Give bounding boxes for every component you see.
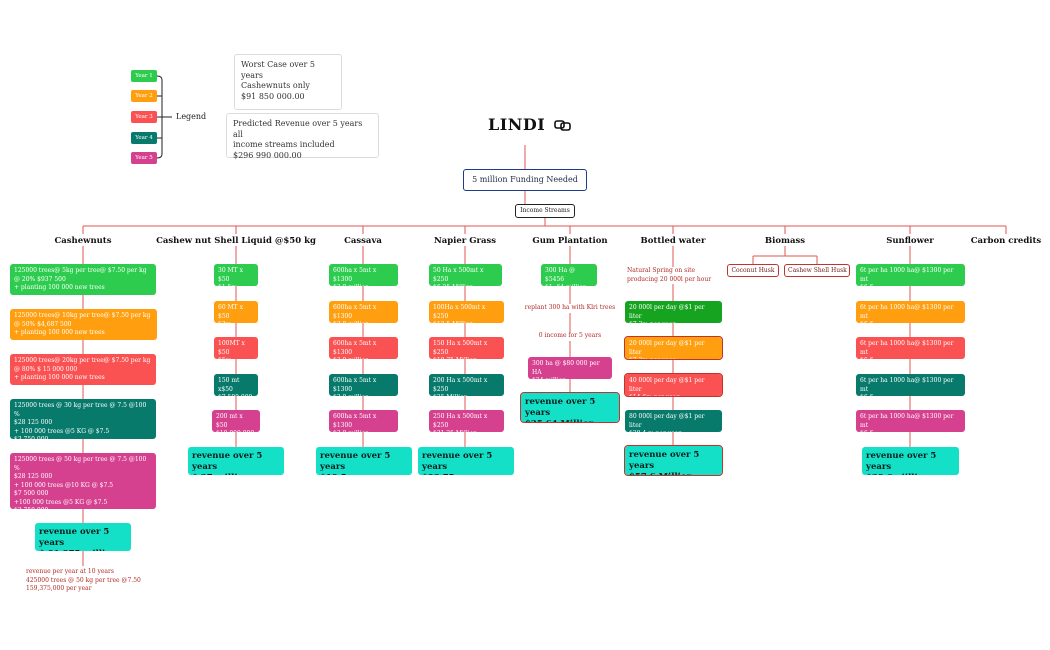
sunflower-year-1[interactable]: 6t per ha 1000 ha@ $1300 per mt $6.6 bbox=[856, 264, 965, 286]
water-year-5[interactable]: 80 000l per day @$1 per liter $28.4 m pe… bbox=[625, 410, 722, 432]
sunflower-year-4[interactable]: 6t per ha 1000 ha@ $1300 per mt $6.6 bbox=[856, 374, 965, 396]
cassava-year-2[interactable]: 600ha x 5mt x $1300 $3.9 million bbox=[329, 301, 398, 323]
cnsl-year-4[interactable]: 150 mt x$50 $7 500 000 bbox=[214, 374, 258, 396]
header-cassava[interactable]: Cassava bbox=[344, 236, 382, 246]
legend-label: Legend bbox=[176, 112, 207, 121]
gum-year-1[interactable]: 300 Ha @ $5456 $1, 64 million bbox=[541, 264, 597, 286]
predicted-revenue-note: Predicted Revenue over 5 years all incom… bbox=[226, 113, 379, 160]
water-year-3[interactable]: 20 000l per day @$1 per liter $7.3m per … bbox=[624, 336, 723, 360]
legend-year-2: Year 2 bbox=[131, 90, 157, 102]
legend-year-1: Year 1 bbox=[131, 70, 157, 82]
link-icon bbox=[554, 116, 572, 135]
gum-year-5[interactable]: 300 ha @ $80 000 per HA $24 million bbox=[528, 357, 612, 379]
cnsl-revenue[interactable]: revenue over 5 years $ 27 million bbox=[188, 447, 284, 475]
cnsl-year-1[interactable]: 30 MT x $50 $1.5m bbox=[214, 264, 258, 286]
income-streams-node[interactable]: Income Streams bbox=[515, 204, 575, 218]
cashew-year-4[interactable]: 125000 trees @ 30 kg per tree @ 7.5 @100… bbox=[10, 399, 156, 439]
worst-case-note: Worst Case over 5 years Cashewnuts only … bbox=[234, 54, 342, 110]
gum-zero-income: 0 income for 5 years bbox=[532, 332, 608, 341]
biomass-coconut-husk[interactable]: Coconut Husk bbox=[727, 264, 779, 277]
legend-year-5: Year 5 bbox=[131, 152, 157, 164]
cashew-year-5[interactable]: 125000 trees @ 50 kg per tree @ 7.5 @100… bbox=[10, 453, 156, 509]
cassava-year-5[interactable]: 600ha x 5mt x $1300 $3.9 million bbox=[329, 410, 398, 432]
title-text: LINDI bbox=[488, 115, 546, 134]
header-gum[interactable]: Gum Plantation bbox=[532, 236, 608, 246]
sunflower-year-5[interactable]: 6t per ha 1000 ha@ $1300 per mt $6.6 bbox=[856, 410, 965, 432]
header-cnsl[interactable]: Cashew nut Shell Liquid @$50 kg bbox=[156, 236, 316, 246]
napier-year-4[interactable]: 200 Ha x 500mt x $250 $25 Million bbox=[429, 374, 504, 396]
cnsl-year-3[interactable]: 100MT x $50 $5m bbox=[214, 337, 258, 359]
biomass-cashew-shell-husk[interactable]: Cashew Shell Husk bbox=[784, 264, 850, 277]
water-revenue[interactable]: revenue over 5 years $57.6 Million bbox=[624, 445, 723, 476]
cassava-revenue[interactable]: revenue over 5 years $19.5 bbox=[316, 447, 412, 475]
gum-replant: replant 300 ha with Klri trees bbox=[522, 304, 618, 313]
sunflower-revenue[interactable]: revenue over 5 years $39.6miillion bbox=[862, 447, 959, 475]
napier-year-3[interactable]: 150 Ha x 500mt x $250 $18.75 Million bbox=[429, 337, 504, 359]
cashew-year-1[interactable]: 125000 trees@ 5kg per tree@ $7.50 per kg… bbox=[10, 264, 156, 295]
page-title: LINDI bbox=[488, 115, 572, 135]
sunflower-year-2[interactable]: 6t per ha 1000 ha@ $1300 per mt $6.6 bbox=[856, 301, 965, 323]
gum-revenue[interactable]: revenue over 5 years $25.64 Million bbox=[520, 392, 620, 423]
water-intro: Natural Spring on site producing 20 000l… bbox=[627, 267, 712, 284]
cnsl-year-5[interactable]: 200 mt x $50 $10 000 000 bbox=[212, 410, 260, 432]
header-carbon[interactable]: Carbon credits bbox=[970, 236, 1042, 246]
water-year-4[interactable]: 40 000l per day @$1 per liter $14.6m per… bbox=[624, 373, 723, 397]
napier-year-5[interactable]: 250 Ha x 500mt x $250 $31.25 Million bbox=[429, 410, 504, 432]
cashew-footnote: revenue per year at 10 years 425000 tree… bbox=[26, 568, 141, 592]
legend-year-3: Year 3 bbox=[131, 111, 157, 123]
header-sunflower[interactable]: Sunflower bbox=[886, 236, 934, 246]
water-year-2[interactable]: 20 000l per day @$1 per liter $7.3m per … bbox=[625, 301, 722, 323]
funding-node[interactable]: 5 million Funding Needed bbox=[463, 169, 587, 191]
header-napier[interactable]: Napier Grass bbox=[433, 236, 497, 246]
header-water[interactable]: Bottled water bbox=[640, 236, 706, 246]
header-biomass[interactable]: Biomass bbox=[764, 236, 806, 246]
sunflower-year-3[interactable]: 6t per ha 1000 ha@ $1300 per mt $6.6 bbox=[856, 337, 965, 359]
napier-revenue[interactable]: revenue over 5 years $93.75 bbox=[418, 447, 514, 475]
cnsl-year-2[interactable]: 60 MT x $50 $3m bbox=[214, 301, 258, 323]
cashew-year-2[interactable]: 125000 trees@ 10kg per tree@ $7.50 per k… bbox=[10, 309, 157, 340]
legend-year-4: Year 4 bbox=[131, 132, 157, 144]
napier-year-2[interactable]: 100Ha x 500mt x $250 $12.5 Million bbox=[429, 301, 504, 323]
header-cashewnuts[interactable]: Cashewnuts bbox=[54, 236, 112, 246]
cashew-revenue[interactable]: revenue over 5 years $ 91.875 million bbox=[35, 523, 131, 551]
cashew-year-3[interactable]: 125000 trees@ 20kg per tree@ $7.50 per k… bbox=[10, 354, 156, 385]
cassava-year-1[interactable]: 600ha x 5mt x $1300 $3.9 million bbox=[329, 264, 398, 286]
cassava-year-3[interactable]: 600ha x 5mt x $1300 $3.9 million bbox=[329, 337, 398, 359]
napier-year-1[interactable]: 50 Ha x 500mt x $250 $6.25 Million bbox=[429, 264, 502, 286]
cassava-year-4[interactable]: 600ha x 5mt x $1300 $3.9 million bbox=[329, 374, 398, 396]
